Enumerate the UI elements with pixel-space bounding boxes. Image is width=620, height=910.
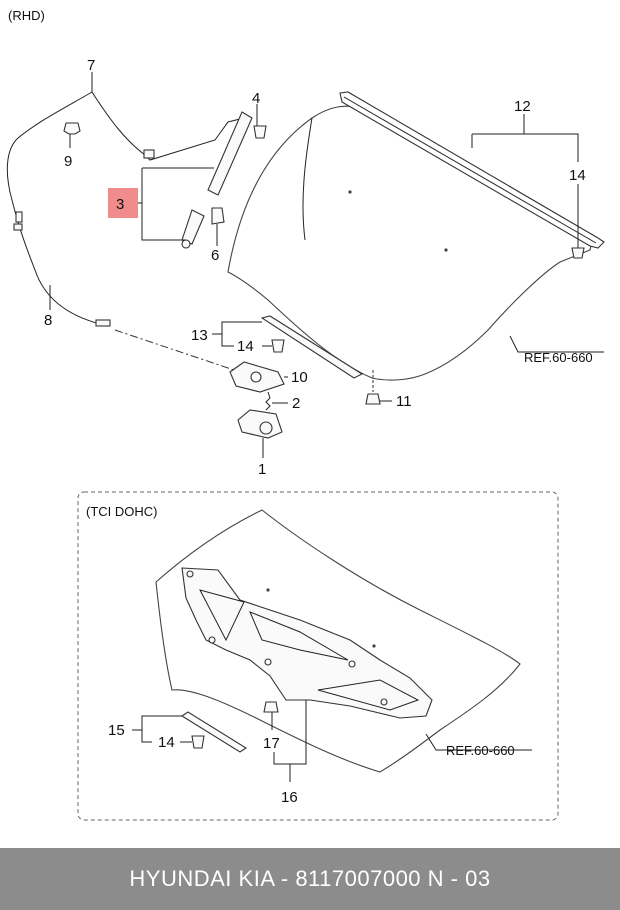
callout-7: 7	[87, 57, 95, 74]
parts-diagram: (RHD)	[6, 8, 605, 821]
variant-label-rhd: (RHD)	[8, 8, 45, 23]
hood-lifter-3	[143, 111, 253, 249]
callout-16: 16	[281, 789, 298, 806]
footer-bar: HYUNDAI KIA - 8117007000 N - 03	[0, 848, 620, 910]
weatherstrip-12	[339, 91, 605, 249]
leader-lines-bottom	[132, 700, 532, 782]
hood-latch-1	[237, 409, 283, 439]
grommet-17	[263, 701, 279, 713]
spring-2	[265, 391, 271, 411]
tci-dohc-frame	[77, 491, 559, 821]
callout-14-bottom: 14	[158, 734, 175, 751]
callout-6: 6	[211, 247, 219, 264]
clip-9	[63, 122, 81, 135]
clip-4	[253, 125, 267, 139]
hood-panel	[227, 105, 592, 381]
callout-15: 15	[108, 722, 125, 739]
ref-label-bottom: REF.60-660	[446, 743, 515, 758]
ref-label-top: REF.60-660	[524, 350, 593, 365]
callout-14-top: 14	[569, 167, 586, 184]
callout-3-highlight	[108, 188, 138, 218]
hood-strip-15	[180, 711, 248, 753]
callout-9: 9	[64, 153, 72, 170]
callout-11: 11	[396, 393, 412, 410]
variant-label-tci-dohc: (TCI DOHC)	[86, 504, 158, 519]
clip-14-bottom	[191, 735, 205, 749]
callout-13: 13	[191, 327, 208, 344]
hood-strip-13	[260, 315, 364, 379]
callout-2: 2	[292, 395, 300, 412]
hood-latch-10	[229, 361, 285, 393]
callout-1: 1	[258, 461, 266, 478]
clip-14-top	[571, 247, 585, 259]
callout-4: 4	[252, 90, 260, 107]
clip-14-middle	[271, 339, 285, 353]
callout-14-middle: 14	[237, 338, 254, 355]
callout-3: 3	[116, 196, 124, 213]
hood-inner-frame-16	[181, 567, 433, 719]
bracket-6	[211, 207, 225, 225]
callout-17: 17	[263, 735, 280, 752]
callout-10: 10	[291, 369, 308, 386]
footer-text: HYUNDAI KIA - 8117007000 N - 03	[129, 866, 491, 891]
bumper-11	[365, 370, 381, 405]
callout-12: 12	[514, 98, 531, 115]
leader-lines-top	[49, 72, 604, 458]
callout-8: 8	[44, 312, 52, 329]
